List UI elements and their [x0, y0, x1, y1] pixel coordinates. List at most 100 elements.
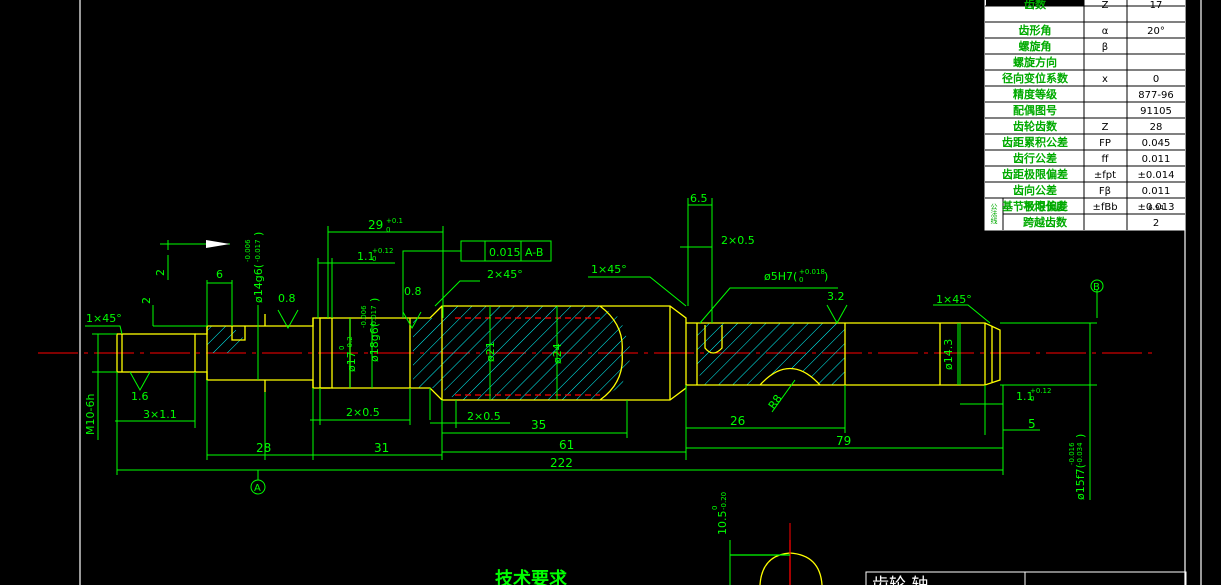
gear-table-subrow-val-1: 2	[1153, 218, 1159, 229]
dim-1x45-right: 1×45°	[936, 293, 972, 306]
dim-29: 29	[368, 218, 383, 232]
gear-table-name-8: 齿距累积公差	[1002, 135, 1068, 149]
gear-table-name-2: 螺旋角	[1019, 39, 1052, 53]
dim-79: 79	[836, 434, 851, 448]
gear-table-subrow-name-0: 平均长度	[1023, 199, 1068, 213]
dim-2x0-5-top: 2×0.5	[721, 234, 755, 247]
dim-1-1-left-tol0: 0	[372, 255, 376, 263]
gear-table-sym-10: ±fpt	[1094, 170, 1116, 181]
gear-table-sym-1: α	[1102, 26, 1109, 37]
dim-17: ø17	[345, 351, 358, 372]
gear-table-sym-12: ±fBb	[1092, 202, 1117, 213]
dim-5h7-tol: +0.018	[799, 268, 825, 276]
gear-table-name-0: 齿数	[1024, 0, 1047, 11]
gear-table-val-0: 17	[1150, 0, 1163, 11]
dim-1-1-right-tol: +0.12	[1030, 387, 1051, 395]
gear-table-name-6: 配偶图号	[1013, 103, 1057, 117]
dim-1x45-mid: 1×45°	[591, 263, 627, 276]
dim-5h7: ø5H7(	[764, 270, 797, 283]
dim-14g6-close: )	[252, 232, 265, 236]
gear-table-name-3: 螺旋方向	[1013, 55, 1057, 69]
gear-table-val-6: 91105	[1140, 106, 1172, 117]
dim-1-1-right: 1.1	[1016, 390, 1034, 403]
dim-6: 6	[216, 268, 223, 281]
dim-18g6-tol2: -0.017	[370, 305, 378, 328]
dim-18g6-tol1: -0.006	[360, 305, 368, 328]
dim-2-a: 2	[154, 269, 167, 276]
dim-21: ø21	[484, 341, 497, 362]
dim-18g6: ø18g6(	[368, 323, 381, 362]
gear-table-val-1: 20°	[1147, 26, 1165, 37]
dimension-lines	[85, 198, 1104, 585]
dim-2x0-5-a: 2×0.5	[346, 406, 380, 419]
dim-18g6-close: )	[368, 298, 381, 302]
gear-table-val-8: 0.045	[1142, 138, 1171, 149]
gear-table-name-10: 齿距极限偏差	[1002, 167, 1068, 181]
gear-table-sym-4: x	[1102, 74, 1108, 85]
dim-10-5: 10.5	[716, 511, 729, 536]
pointer-arrow-icon	[206, 240, 230, 248]
dim-14-3: ø14.3	[942, 339, 955, 370]
gear-table-name-4: 径向变位系数	[1002, 71, 1069, 85]
dim-61: 61	[559, 438, 574, 452]
dim-2-b: 2	[140, 297, 153, 304]
gear-table-name-5: 精度等级	[1013, 87, 1058, 101]
gear-table-name-11: 齿向公差	[1013, 183, 1057, 197]
gear-table-val-9: 0.011	[1142, 154, 1171, 165]
gear-table-sym-8: FP	[1099, 138, 1111, 149]
gear-table-name-7: 齿轮齿数	[1013, 119, 1058, 133]
dim-10-5-tol1: 0	[711, 506, 719, 510]
dim-1-1-left: 1.1	[357, 250, 375, 263]
dim-14g6-tol2: -0.017	[254, 239, 262, 262]
technical-requirements-title: 技术要求	[495, 568, 568, 585]
dim-r8: R8	[766, 392, 785, 411]
dim-14g6-tol1: -0.006	[244, 239, 252, 262]
gear-table-sym-0: Z	[1102, 0, 1109, 11]
dimension-texts: 29 +0.1 0 6.5 2×0.5 1.1 +0.12 0 0.015 A-…	[84, 192, 1100, 585]
gear-table-sym-2: β	[1102, 42, 1108, 53]
dim-24: ø24	[551, 343, 564, 364]
dim-31: 31	[374, 441, 389, 455]
gear-table-name-1: 齿形角	[1019, 23, 1052, 37]
dim-5h7-tol0: 0	[799, 276, 803, 284]
dim-10-5-tol2: -0.20	[720, 492, 728, 510]
gear-table-val-12: ±0.013	[1137, 202, 1174, 213]
dim-29-tol0: 0	[386, 226, 390, 234]
dim-2x45: 2×45°	[487, 268, 523, 281]
dim-1x45-left: 1×45°	[86, 312, 122, 325]
shaft-outline	[116, 305, 1001, 401]
roughness-1-6: 1.6	[131, 390, 149, 403]
roughness-0-8-a: 0.8	[278, 292, 296, 305]
gear-table-name-9: 齿行公差	[1013, 151, 1057, 165]
dim-3x1-1: 3×1.1	[143, 408, 177, 421]
dim-28: 28	[256, 441, 271, 455]
dim-29-tol: +0.1	[386, 217, 403, 225]
dim-17-tol2: -0.2	[346, 336, 354, 350]
gear-table-sym-9: ff	[1102, 154, 1110, 165]
dim-15f7-tol1: -0.016	[1068, 442, 1076, 465]
dim-35: 35	[531, 418, 546, 432]
gear-table-val-11: 0.011	[1142, 186, 1171, 197]
gtol-value: 0.015	[489, 246, 521, 259]
dim-2x0-5-b: 2×0.5	[467, 410, 501, 423]
gear-table-name-12: 基节极限偏差	[1001, 199, 1068, 213]
dim-17-tol1: 0	[338, 346, 346, 350]
gear-table-val-7: 28	[1150, 122, 1163, 133]
roughness-3-2: 3.2	[827, 290, 845, 303]
gear-table-val-4: 0	[1153, 74, 1159, 85]
dim-15f7-tol2: -0.034	[1076, 442, 1084, 465]
title-block-part-name: 齿轮 轴	[872, 575, 928, 585]
title-block: 齿轮 轴	[865, 571, 1187, 585]
gear-table-subgroup-label: 公法线	[990, 203, 998, 224]
dim-1-1-right-tol0: 0	[1030, 395, 1034, 403]
dim-m10: M10-6h	[84, 394, 97, 435]
gear-table-val-5: 877-96	[1138, 90, 1173, 101]
datum-b-label: B	[1093, 282, 1100, 293]
dim-26: 26	[730, 414, 745, 428]
gtol-datum-ref: A-B	[525, 246, 543, 259]
dim-222: 222	[550, 456, 573, 470]
gear-table-val-10: ±0.014	[1137, 170, 1174, 181]
gear-table-subrow-name-1: 跨越齿数	[1023, 215, 1068, 229]
